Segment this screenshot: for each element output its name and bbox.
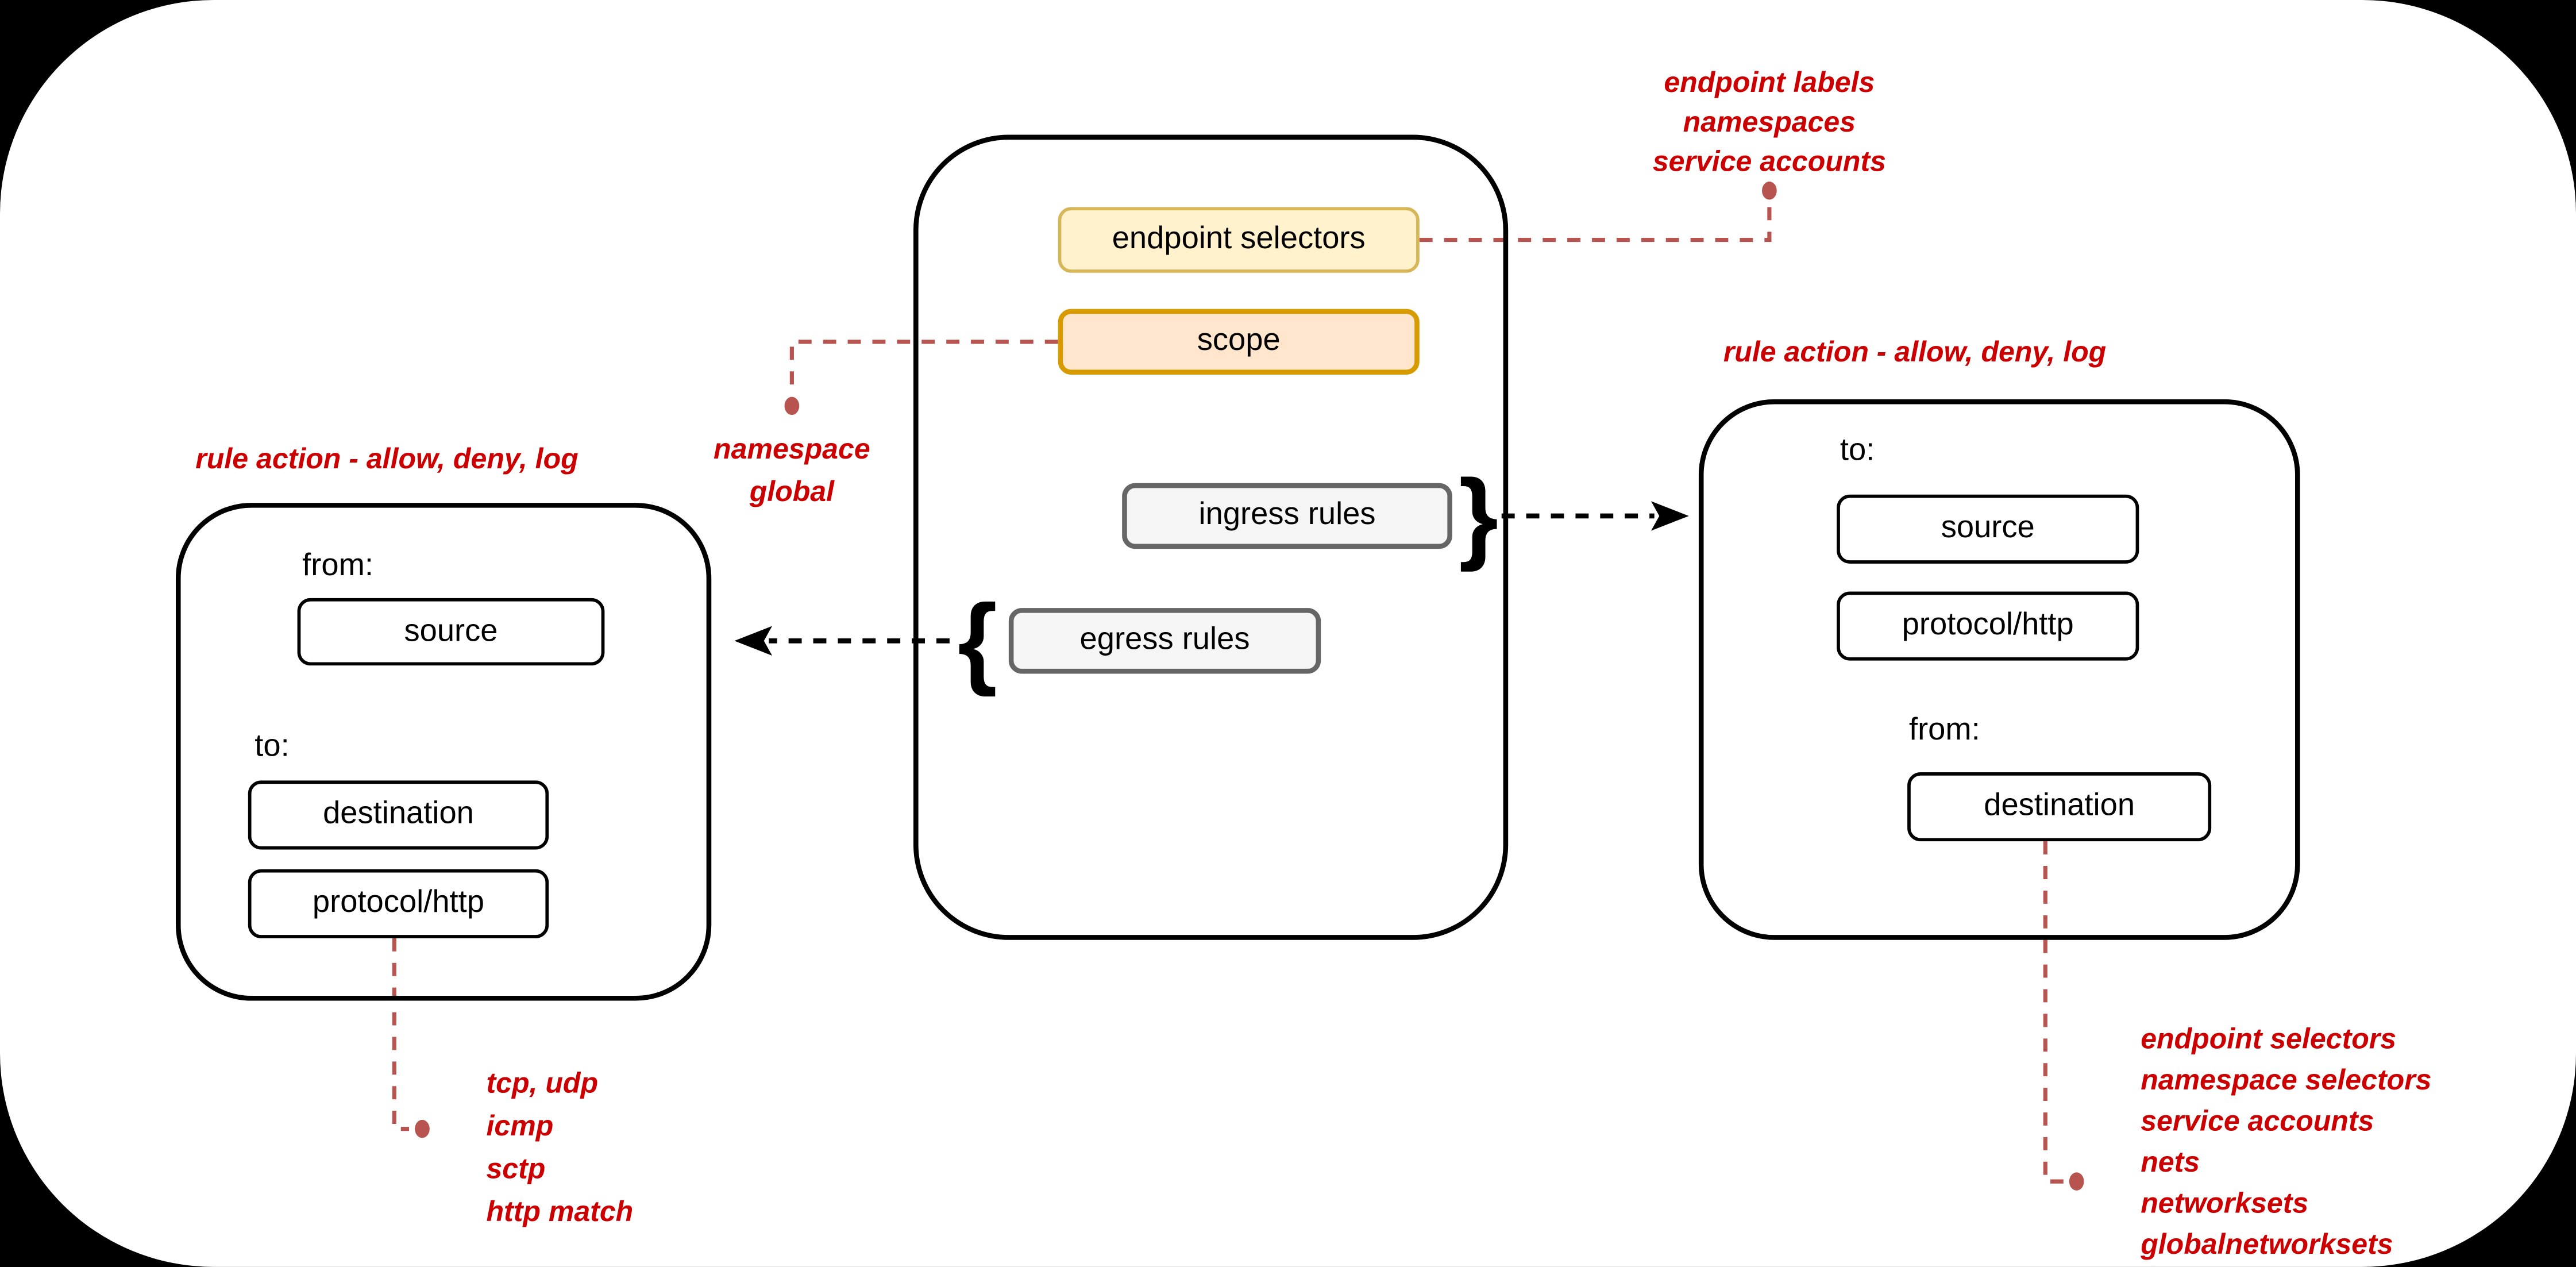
endpoint-selectors-note: endpoint labels namespaces service accou… bbox=[1572, 63, 1966, 181]
egress-from-label: from: bbox=[302, 549, 373, 584]
destination-note: endpoint selectors namespace selectors s… bbox=[2141, 1019, 2431, 1265]
note-line: sctp bbox=[486, 1152, 546, 1185]
note-line: namespace selectors bbox=[2141, 1063, 2432, 1096]
note-line: tcp, udp bbox=[486, 1066, 599, 1100]
ingress-detail-title: rule action - allow, deny, log bbox=[1723, 335, 2107, 368]
note-line: networksets bbox=[2141, 1186, 2309, 1219]
egress-source-box: source bbox=[297, 598, 605, 666]
protocol-note: tcp, udp icmp sctp http match bbox=[486, 1061, 633, 1232]
egress-brace-open: { bbox=[957, 585, 998, 699]
scope-box: scope bbox=[1058, 309, 1420, 375]
note-line: global bbox=[749, 475, 835, 508]
scope-connector-dot bbox=[784, 396, 800, 415]
egress-protocol-box: protocol/http bbox=[248, 869, 549, 938]
egress-arrowhead-icon bbox=[734, 626, 773, 656]
endpoint-selectors-connector bbox=[1419, 203, 1772, 242]
ingress-detail-container bbox=[1698, 399, 2300, 940]
ingress-arrowhead-icon bbox=[1651, 501, 1689, 531]
note-line: service accounts bbox=[2141, 1104, 2374, 1137]
note-line: namespaces bbox=[1683, 105, 1856, 138]
ingress-to-label: to: bbox=[1840, 433, 1875, 469]
note-line: globalnetworksets bbox=[2141, 1227, 2393, 1261]
egress-rules-box: egress rules bbox=[1008, 608, 1321, 674]
scope-note: namespace global bbox=[652, 428, 931, 513]
ingress-destination-box: destination bbox=[1907, 772, 2212, 842]
egress-detail-container bbox=[175, 503, 712, 1001]
destination-connector-dot bbox=[2069, 1172, 2084, 1191]
protocol-connector bbox=[392, 938, 410, 1131]
ingress-brace-close: } bbox=[1459, 460, 1499, 574]
note-line: service accounts bbox=[1652, 144, 1886, 178]
note-line: endpoint labels bbox=[1664, 66, 1875, 99]
ingress-from-label: from: bbox=[1908, 713, 1980, 748]
egress-to-label: to: bbox=[254, 729, 290, 764]
scope-connector bbox=[789, 340, 1058, 395]
protocol-connector-dot bbox=[415, 1119, 430, 1138]
egress-destination-box: destination bbox=[248, 780, 549, 850]
note-line: nets bbox=[2141, 1145, 2200, 1179]
note-line: endpoint selectors bbox=[2141, 1022, 2397, 1055]
endpoint-selectors-box: endpoint selectors bbox=[1058, 207, 1420, 273]
egress-detail-title: rule action - allow, deny, log bbox=[195, 442, 579, 475]
note-line: icmp bbox=[486, 1109, 554, 1142]
destination-connector bbox=[2043, 841, 2064, 1184]
note-line: namespace bbox=[714, 432, 870, 465]
policy-container bbox=[913, 134, 1509, 940]
ingress-source-box: source bbox=[1837, 494, 2139, 564]
ingress-rules-box: ingress rules bbox=[1122, 483, 1452, 549]
note-line: http match bbox=[486, 1195, 634, 1228]
endpoint-selectors-connector-dot bbox=[1762, 181, 1777, 200]
ingress-protocol-box: protocol/http bbox=[1837, 591, 2139, 661]
